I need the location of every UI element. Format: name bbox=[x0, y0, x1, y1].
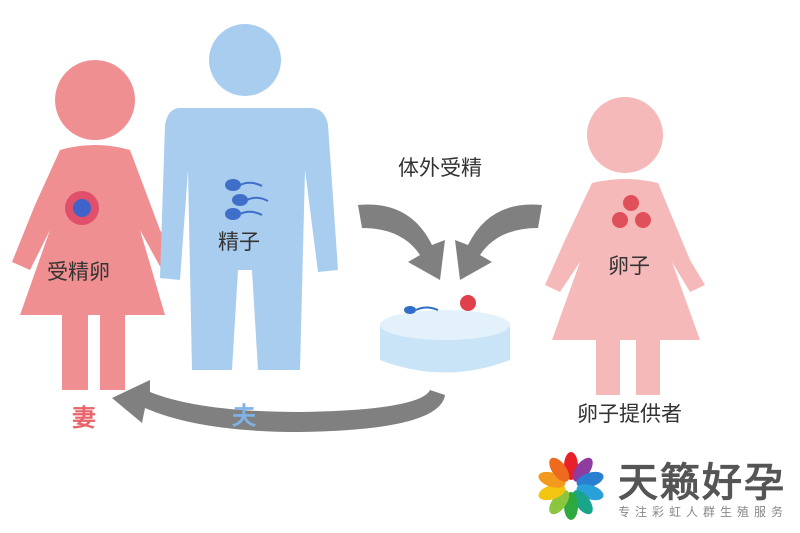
label-husband: 夫 bbox=[232, 402, 256, 430]
label-wife: 妻 bbox=[72, 404, 96, 432]
sperm-icon bbox=[225, 179, 269, 220]
husband-figure bbox=[160, 24, 338, 370]
ivf-arrow-right bbox=[455, 204, 542, 280]
flower-logo-icon bbox=[538, 452, 604, 520]
donor-figure bbox=[545, 97, 705, 395]
wife-figure bbox=[12, 60, 178, 390]
label-egg-donor: 卵子提供者 bbox=[577, 402, 682, 426]
logo-title: 天籁好孕 bbox=[618, 459, 786, 506]
dish-egg-icon bbox=[460, 295, 476, 311]
label-ivf: 体外受精 bbox=[398, 156, 482, 180]
ivf-arrow-left bbox=[358, 204, 445, 280]
dish-sperm-icon bbox=[404, 306, 439, 314]
label-sperm: 精子 bbox=[218, 230, 260, 254]
label-fertilized-egg: 受精卵 bbox=[47, 260, 110, 284]
petri-dish bbox=[380, 310, 510, 373]
logo bbox=[532, 446, 794, 528]
return-arrow bbox=[112, 380, 445, 432]
label-egg: 卵子 bbox=[608, 254, 650, 278]
eggs-icon bbox=[612, 195, 651, 228]
fertilized-egg-icon bbox=[65, 191, 99, 225]
logo-subtitle: 专注彩虹人群生殖服务 bbox=[618, 505, 789, 519]
